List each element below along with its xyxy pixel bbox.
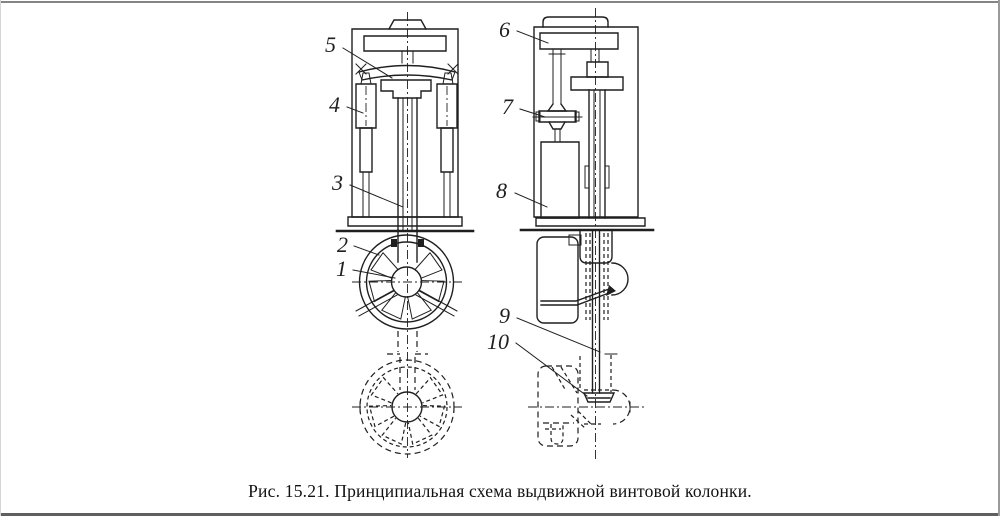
callout-9: 9	[499, 303, 510, 328]
bearing-left	[585, 166, 589, 188]
callout-1: 1	[336, 256, 347, 281]
callout-10: 10	[487, 329, 509, 354]
left-border-line	[0, 0, 1, 516]
vertical-screw-shaft	[571, 49, 623, 218]
drive-shaft	[548, 49, 566, 111]
callout-5: 5	[325, 32, 336, 57]
cross-bar	[571, 77, 623, 90]
shaft-collar	[587, 62, 608, 77]
arm-right	[416, 290, 457, 316]
callout-6: 6	[499, 17, 510, 42]
drive-head	[540, 33, 618, 49]
pivot-pin-right	[448, 64, 458, 74]
base-beam	[536, 218, 645, 226]
top-crossmember	[364, 36, 446, 51]
screw-column	[398, 98, 417, 230]
nozzle-inner-ring	[367, 242, 447, 322]
lifting-frame	[534, 27, 638, 217]
arm-left	[356, 290, 397, 316]
right-border-line	[998, 0, 1000, 516]
left-view	[337, 12, 473, 458]
tiller-arm	[541, 289, 609, 305]
bottom-border-line	[0, 513, 1000, 516]
top-border-line	[0, 1, 1000, 3]
callout-leaders	[343, 31, 600, 396]
hydraulic-cylinder-left	[356, 73, 376, 217]
bearing-right	[605, 166, 609, 188]
callout-3: 3	[331, 170, 343, 195]
lowered-shaft	[593, 231, 600, 393]
clamp-right	[418, 239, 424, 247]
callout-7: 7	[502, 94, 514, 119]
lowered-assembly	[528, 231, 645, 446]
fairing-plate-lowered	[538, 366, 578, 446]
callout-4: 4	[329, 92, 340, 117]
pivot-pin-left	[356, 64, 366, 74]
pod-nose	[612, 263, 628, 295]
propeller-blades	[369, 253, 444, 319]
column-head-block	[381, 80, 431, 98]
lowering-column-dashed	[387, 331, 428, 390]
tiller-arrowhead	[606, 285, 616, 296]
clamp-left	[391, 239, 397, 247]
lifting-frame	[352, 29, 458, 217]
top-cap	[389, 20, 426, 29]
figure-caption: Рис. 15.21. Принципиальная схема выдвижн…	[248, 481, 752, 501]
arched-beam	[356, 64, 458, 80]
hydraulic-cylinder-right	[437, 73, 457, 217]
callout-numbers: 1 2 3 4 5 6 7 8 9 10	[325, 17, 514, 354]
fairing-plate	[537, 237, 578, 323]
recess-well	[580, 231, 612, 263]
base-beam	[348, 217, 462, 226]
callout-8: 8	[496, 178, 507, 203]
right-view	[521, 8, 653, 462]
retracted-housing	[537, 231, 628, 323]
callout-2: 2	[337, 232, 348, 257]
shaft-foot	[584, 393, 614, 402]
top-cap	[543, 17, 608, 27]
propeller-nozzle	[352, 230, 462, 329]
cardan-joint	[533, 111, 582, 142]
propeller-nozzle-lowered	[352, 360, 462, 454]
